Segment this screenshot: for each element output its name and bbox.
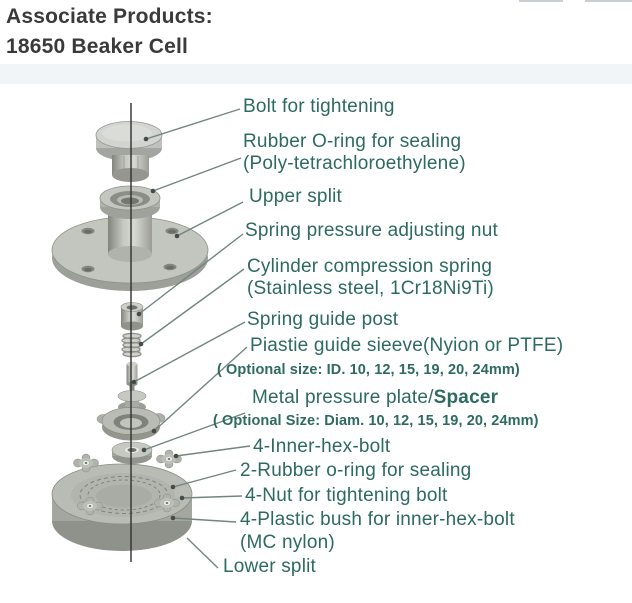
label-spring-material: (Stainless steel, 1Cr18Ni9Ti) <box>247 278 494 299</box>
label-metal-pressure-plate: Metal pressure plate/Spacer <box>252 387 498 408</box>
label-spring-guide-post: Spring guide post <box>247 309 399 330</box>
header-divider-band <box>0 64 632 84</box>
plastic-bush-knob <box>154 493 180 513</box>
label-compression-spring: Cylinder compression spring <box>247 256 493 277</box>
label-sleeve-optional-size: ( Optional size: ID. 10, 12, 15, 19, 20,… <box>217 362 520 378</box>
label-bolt-for-tightening: Bolt for tightening <box>243 96 395 117</box>
label-lower-split: Lower split <box>223 556 317 577</box>
rubber-o-ring-part <box>99 185 161 219</box>
label-plastic-guide-sleeve: Piastie guide sieeve(Nyion or PTFE) <box>250 335 564 356</box>
label-adjusting-nut: Spring pressure adjusting nut <box>245 220 498 241</box>
upper-split-part <box>51 206 209 291</box>
leader-lines <box>133 108 251 569</box>
label-o-ring-material: (Poly-tetrachloroethylene) <box>243 153 466 174</box>
product-name: 18650 Beaker Cell <box>6 35 189 58</box>
label-plate-prefix: Metal pressure plate/ <box>252 387 434 408</box>
plastic-bush-knob <box>156 449 182 469</box>
label-plate-spacer: Spacer <box>433 387 499 408</box>
label-rubber-o-ring: Rubber O-ring for sealing <box>243 131 462 152</box>
tightening-bolt-part <box>95 121 163 182</box>
page-title: Associate Products: <box>6 5 213 28</box>
label-lower-o-ring: 2-Rubber o-ring for sealing <box>240 460 472 481</box>
label-bush-material: (MC nylon) <box>240 532 335 553</box>
label-upper-split: Upper split <box>249 186 343 207</box>
adjusting-nut-part <box>120 302 144 331</box>
plastic-bush-knob <box>77 496 103 516</box>
plastic-bush-knob <box>73 453 99 473</box>
label-plate-optional-size: ( Optional Size: Diam. 10, 12, 15, 19, 2… <box>213 413 539 429</box>
top-border-fragment <box>585 0 632 2</box>
metal-pressure-plate-part <box>111 441 153 464</box>
top-border-fragment <box>519 0 563 2</box>
label-plastic-bush: 4-Plastic bush for inner-hex-bolt <box>240 509 515 530</box>
lower-split-part <box>51 449 193 551</box>
label-tightening-nut: 4-Nut for tightening bolt <box>245 485 448 506</box>
leader-dots <box>131 136 185 521</box>
label-inner-hex-bolt: 4-Inner-hex-bolt <box>253 436 391 457</box>
